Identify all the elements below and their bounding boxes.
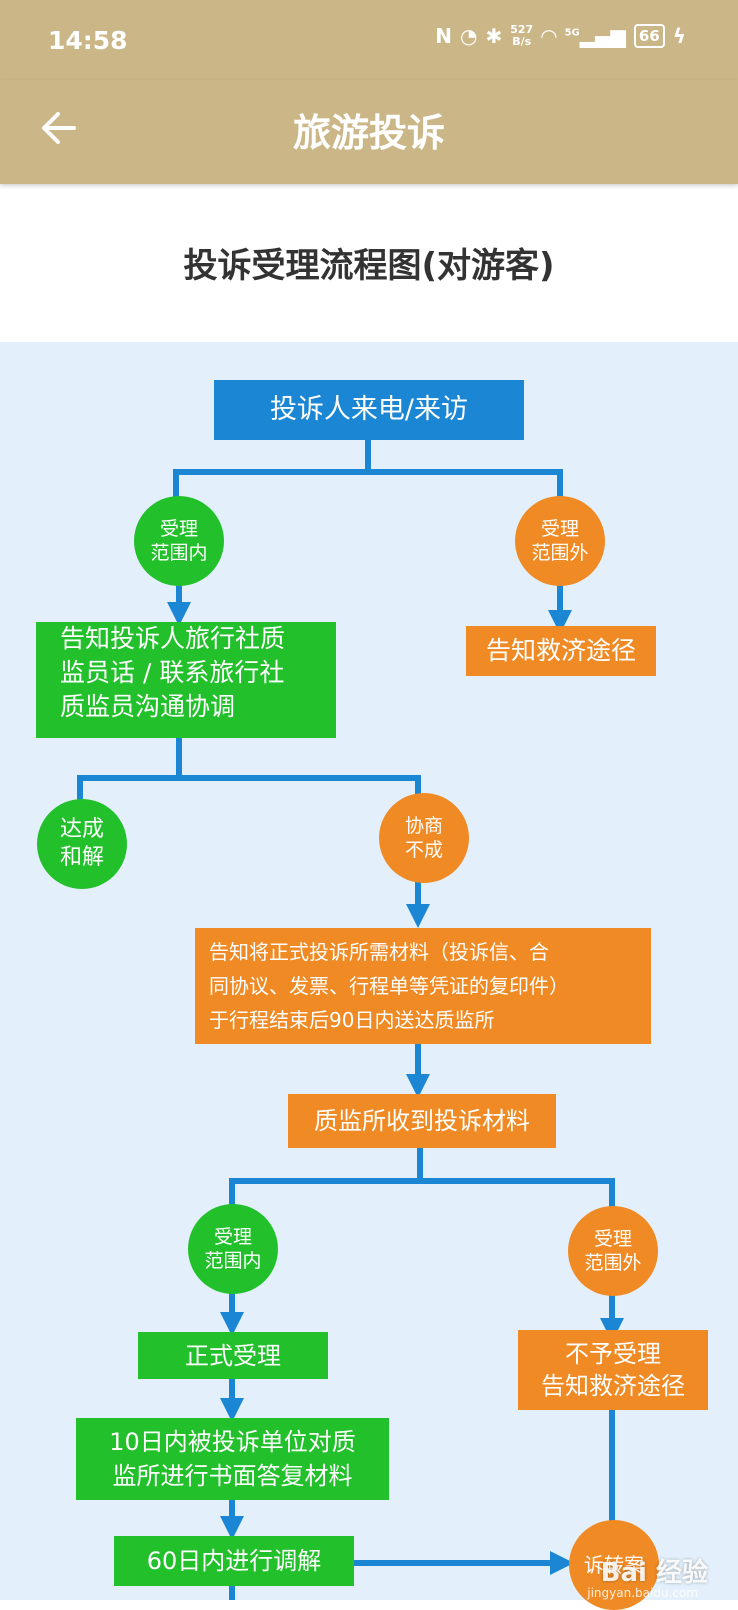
charging-icon: ϟ bbox=[672, 24, 686, 48]
node-in-scope-2: 受理 范围内 bbox=[188, 1204, 278, 1294]
node-notify-supervisor-line2: 监员话 / 联系旅行社 bbox=[60, 658, 285, 687]
connector-received-split bbox=[229, 1148, 615, 1210]
nfc-icon: N bbox=[435, 24, 453, 48]
node-reject-line1: 不予受理 bbox=[565, 1340, 661, 1368]
node-out-scope-1-line1: 受理 bbox=[540, 518, 579, 540]
node-in-scope-1: 受理 范围内 bbox=[134, 496, 224, 586]
node-out-scope-1-line2: 范围外 bbox=[531, 542, 589, 564]
node-start-label: 投诉人来电/来访 bbox=[269, 394, 469, 425]
status-icons: N ◔ ✱ 527 B/s ◠ 5G▂▄▆ 66 ϟ bbox=[435, 24, 686, 48]
page-title: 投诉受理流程图(对游客) bbox=[183, 246, 555, 286]
battery-level: 66 bbox=[638, 27, 660, 45]
cell-signal-icon: 5G▂▄▆ bbox=[564, 24, 626, 48]
node-out-scope-1: 受理 范围外 bbox=[515, 496, 605, 586]
connector-notify-split bbox=[77, 738, 421, 805]
net-speed-unit: B/s bbox=[512, 35, 532, 48]
node-notify-remedy-1: 告知救济途径 bbox=[466, 626, 656, 676]
node-reach-settlement: 达成 和解 bbox=[37, 799, 127, 889]
status-bar: 14:58 N ◔ ✱ 527 B/s ◠ 5G▂▄▆ 66 ϟ bbox=[0, 0, 738, 80]
node-in-scope-1-line2: 范围内 bbox=[150, 542, 208, 564]
node-litigation-label: 诉转案 bbox=[584, 1553, 644, 1577]
node-start: 投诉人来电/来访 bbox=[214, 380, 524, 440]
node-in-scope-2-line2: 范围内 bbox=[204, 1250, 262, 1272]
alarm-icon: ◔ bbox=[460, 24, 478, 48]
wifi-icon: ◠ bbox=[541, 24, 557, 48]
bluetooth-icon: ✱ bbox=[485, 24, 503, 48]
node-formal-accept-label: 正式受理 bbox=[185, 1341, 281, 1370]
node-out-scope-2: 受理 范围外 bbox=[568, 1206, 658, 1296]
node-reply-10d-line2: 监所进行书面答复材料 bbox=[112, 1462, 353, 1490]
node-reject: 不予受理 告知救济途径 bbox=[518, 1330, 708, 1410]
node-in-scope-2-line1: 受理 bbox=[213, 1226, 252, 1248]
app-bar: 旅游投诉 bbox=[0, 80, 738, 184]
node-reject-line2: 告知救济途径 bbox=[541, 1372, 685, 1400]
net-speed-value: 527 bbox=[510, 23, 534, 36]
node-negotiation-failed: 协商 不成 bbox=[379, 793, 469, 883]
status-time: 14:58 bbox=[48, 26, 128, 55]
node-notify-materials-line3: 于行程结束后90日内送达质监所 bbox=[209, 1008, 495, 1032]
node-out-scope-2-line1: 受理 bbox=[593, 1228, 632, 1250]
node-formal-accept: 正式受理 bbox=[138, 1332, 328, 1379]
node-reply-10d: 10日内被投诉单位对质 监所进行书面答复材料 bbox=[76, 1418, 389, 1500]
node-reply-10d-line1: 10日内被投诉单位对质 bbox=[109, 1428, 356, 1456]
node-litigation: 诉转案 bbox=[569, 1520, 659, 1610]
node-mediate-60d-label: 60日内进行调解 bbox=[146, 1547, 322, 1575]
node-notify-supervisor-line3: 质监员沟通协调 bbox=[60, 692, 236, 721]
baidu-watermark-url: jingyan.baidu.com bbox=[587, 1586, 698, 1600]
node-negotiation-failed-line2: 不成 bbox=[404, 839, 443, 861]
node-notify-materials: 告知将正式投诉所需材料（投诉信、合 同协议、发票、行程单等凭证的复印件） 于行程… bbox=[195, 928, 651, 1044]
net-type: 5G bbox=[564, 27, 580, 39]
node-notify-supervisor: 告知投诉人旅行社质 监员话 / 联系旅行社 质监员沟通协调 bbox=[36, 622, 336, 738]
node-reach-settlement-line2: 和解 bbox=[59, 845, 104, 870]
node-reach-settlement-line1: 达成 bbox=[59, 817, 104, 842]
node-received-label: 质监所收到投诉材料 bbox=[314, 1107, 530, 1135]
connector-start-split bbox=[173, 440, 563, 500]
node-in-scope-1-line1: 受理 bbox=[159, 518, 198, 540]
node-received: 质监所收到投诉材料 bbox=[288, 1094, 556, 1148]
battery-icon: 66 bbox=[633, 24, 665, 48]
node-notify-materials-line1: 告知将正式投诉所需材料（投诉信、合 bbox=[209, 940, 549, 964]
node-notify-materials-line2: 同协议、发票、行程单等凭证的复印件） bbox=[209, 974, 569, 998]
node-out-scope-2-line2: 范围外 bbox=[584, 1252, 642, 1274]
back-arrow-icon[interactable] bbox=[38, 108, 78, 148]
node-notify-remedy-1-label: 告知救济途径 bbox=[485, 636, 636, 665]
baidu-watermark-logo: Bai 经验 bbox=[600, 1558, 708, 1588]
net-speed: 527 B/s bbox=[510, 24, 533, 48]
node-mediate-60d: 60日内进行调解 bbox=[114, 1536, 354, 1586]
node-notify-supervisor-line1: 告知投诉人旅行社质 bbox=[60, 624, 286, 653]
node-negotiation-failed-line1: 协商 bbox=[404, 815, 443, 837]
app-title: 旅游投诉 bbox=[292, 111, 445, 155]
